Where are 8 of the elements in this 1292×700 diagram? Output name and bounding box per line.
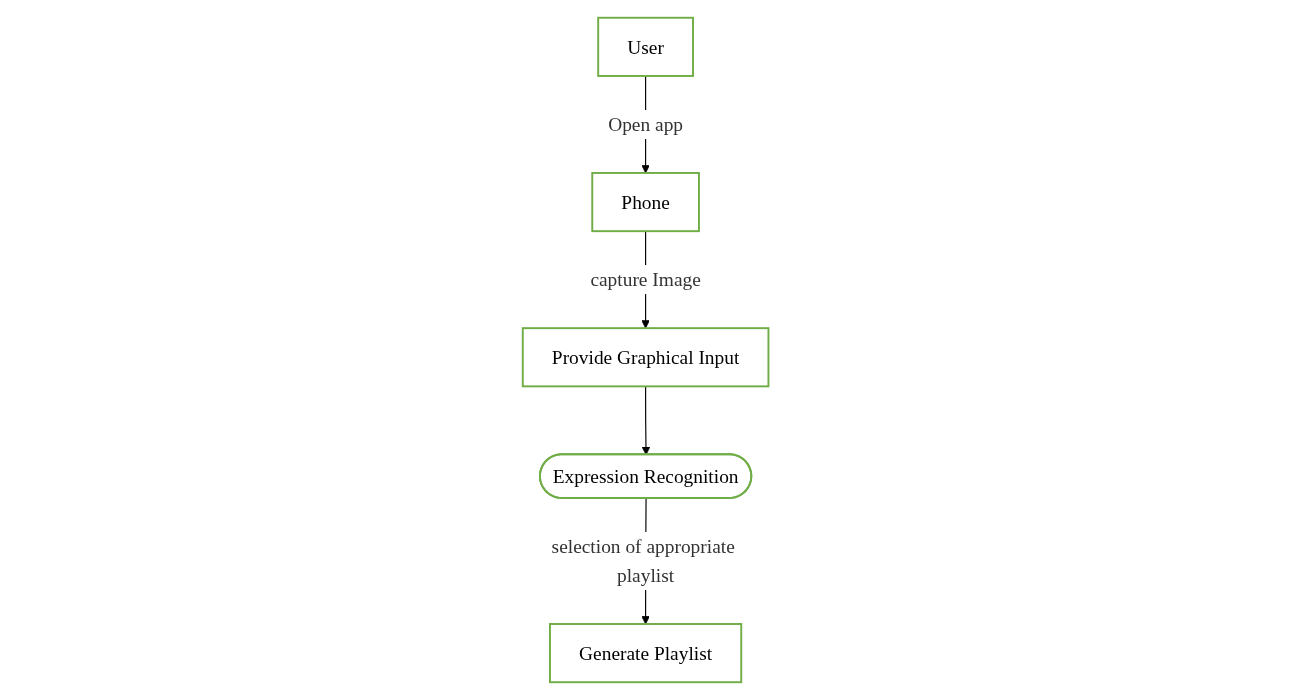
arrow: [642, 385, 651, 456]
node-box: Phone: [591, 172, 701, 233]
node-box: Provide Graphical Input: [522, 327, 770, 388]
edge-label: selection of appropriate playlist: [551, 535, 736, 587]
node-box: Generate Playlist: [549, 623, 743, 684]
node-box: User: [597, 16, 695, 77]
edge-label: Open app: [608, 113, 684, 136]
edge-label: capture Image: [590, 269, 702, 291]
